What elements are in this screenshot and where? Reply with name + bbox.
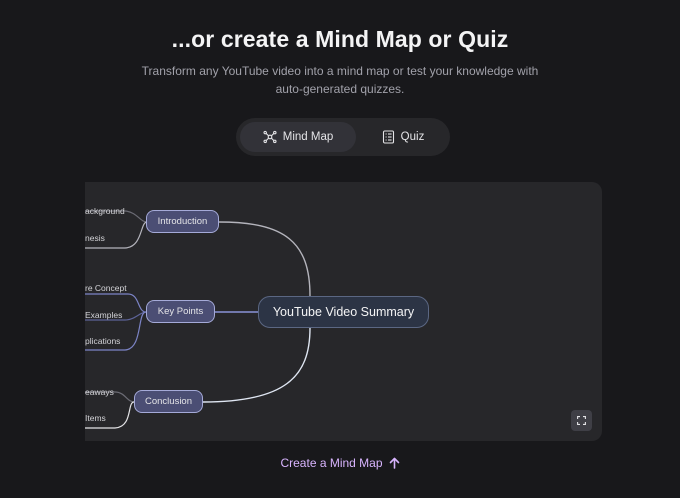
leaf-core-concept[interactable]: re Concept (85, 283, 127, 293)
mode-toggle: Mind Map Quiz (236, 118, 450, 156)
fullscreen-button[interactable] (571, 410, 592, 431)
create-mind-map-label: Create a Mind Map (280, 456, 383, 470)
mindmap-icon (263, 130, 277, 144)
tab-mind-map-label: Mind Map (282, 131, 334, 143)
branch-node-introduction[interactable]: Introduction (146, 210, 219, 233)
leaf-background[interactable]: ackground (85, 206, 125, 216)
arrow-up-icon (389, 457, 399, 469)
leaf-genesis[interactable]: nesis (85, 233, 105, 243)
leaf-applications[interactable]: plications (85, 336, 121, 346)
branch-node-key-points[interactable]: Key Points (146, 300, 215, 323)
create-mind-map-link[interactable]: Create a Mind Map (0, 456, 680, 470)
tab-quiz[interactable]: Quiz (360, 122, 446, 152)
mind-map-connectors (85, 210, 311, 429)
section-heading: ...or create a Mind Map or Quiz (171, 26, 509, 52)
tab-quiz-label: Quiz (400, 131, 425, 143)
quiz-icon (382, 130, 394, 144)
expand-icon (577, 416, 586, 425)
section-subheading: Transform any YouTube video into a mind … (141, 64, 539, 96)
leaf-action-items[interactable]: Items (85, 413, 106, 423)
root-node[interactable]: YouTube Video Summary (258, 296, 429, 328)
leaf-examples[interactable]: Examples (85, 310, 123, 320)
mind-map-canvas[interactable]: ackground nesis re Concept Examples plic… (85, 182, 602, 441)
branch-node-conclusion[interactable]: Conclusion (134, 390, 203, 413)
leaf-takeaways[interactable]: eaways (85, 387, 114, 397)
tab-mind-map[interactable]: Mind Map (240, 122, 356, 152)
